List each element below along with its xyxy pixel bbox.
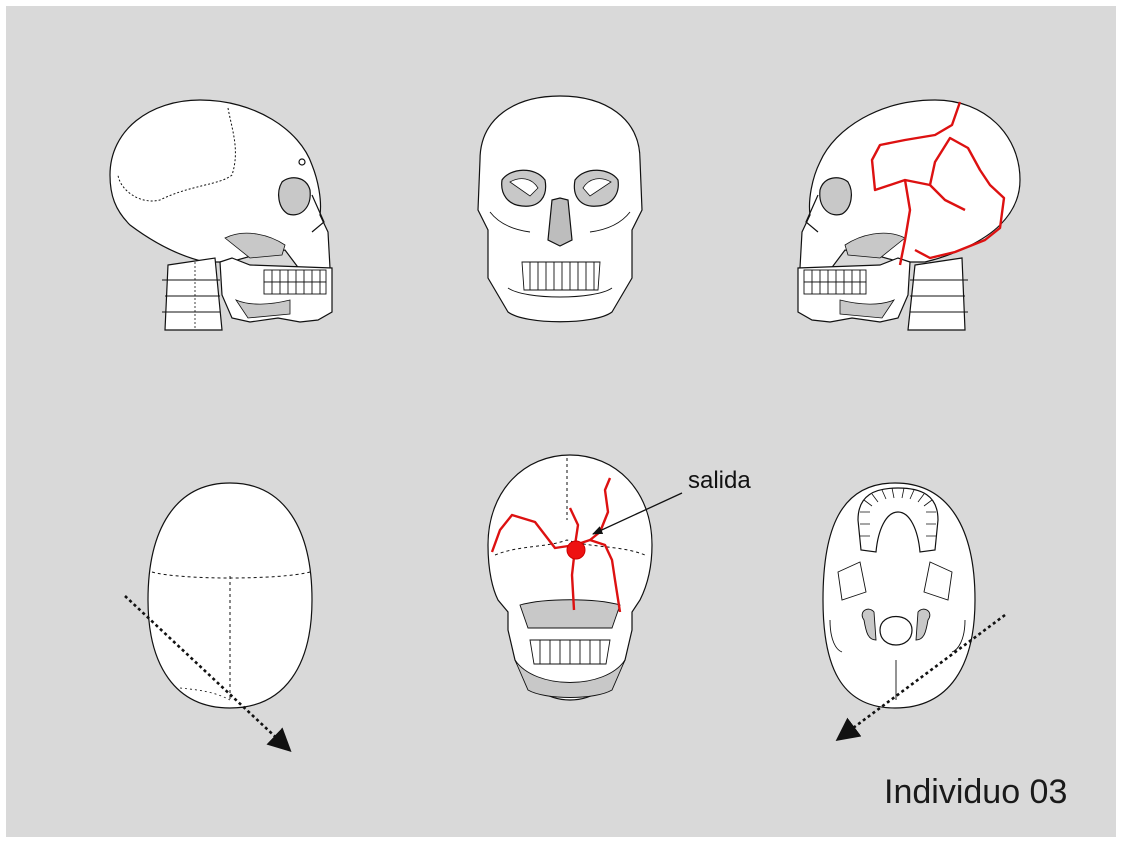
exit-wound-marker — [567, 541, 585, 559]
exit-label: salida — [688, 467, 751, 495]
individual-label: Individuo 03 — [884, 773, 1067, 812]
skull-lateral-left — [798, 100, 1020, 330]
skull-superior — [125, 483, 312, 744]
skull-anterior — [478, 96, 642, 322]
skull-lateral-right — [110, 100, 332, 330]
skull-posterior — [488, 455, 682, 700]
skull-inferior — [823, 483, 1005, 734]
